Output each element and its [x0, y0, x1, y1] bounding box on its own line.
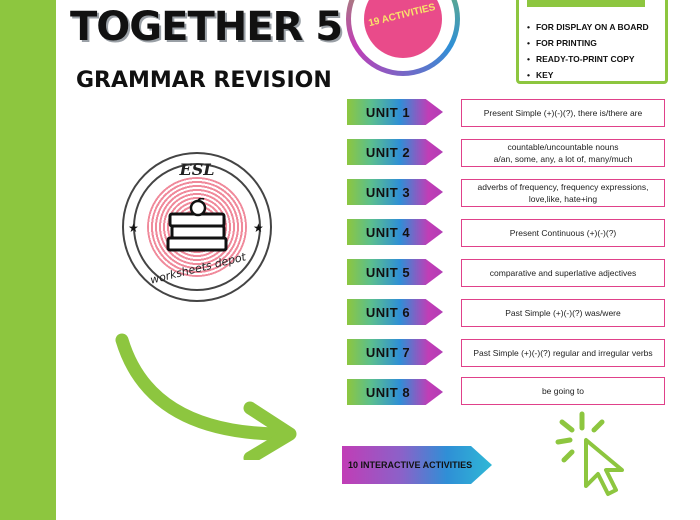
interactive-activities-label: 10 INTERACTIVE ACTIVITIES: [348, 460, 473, 470]
unit-7-description: Past Simple (+)(-)(?) regular and irregu…: [461, 339, 665, 367]
features-box: FOR DISPLAY ON A BOARD FOR PRINTING READ…: [516, 0, 668, 84]
click-cursor-icon: [555, 411, 624, 496]
features-list: FOR DISPLAY ON A BOARD FOR PRINTING READ…: [527, 19, 649, 83]
unit-label: UNIT 3: [365, 184, 411, 200]
unit-desc-text: Present Simple (+)(-)(?), there is/there…: [483, 108, 643, 118]
features-box-strip: [527, 0, 645, 7]
curved-arrow-icon: [115, 333, 297, 460]
interactive-activities-button[interactable]: 10 INTERACTIVE ACTIVITIES: [342, 446, 492, 484]
unit-desc-text: comparative and superlative adjectives: [489, 268, 637, 278]
feature-item: KEY: [527, 67, 649, 83]
unit-1-description: Present Simple (+)(-)(?), there is/there…: [461, 99, 665, 127]
unit-label: UNIT 4: [365, 224, 411, 240]
unit-desc-text: be going to: [541, 386, 585, 396]
left-accent-bar: [0, 0, 56, 520]
unit-label: UNIT 6: [365, 304, 411, 320]
unit-4-description: Present Continuous (+)(-)(?): [461, 219, 665, 247]
unit-7-tag[interactable]: UNIT 7: [347, 339, 443, 365]
unit-3-description: adverbs of frequency, frequency expressi…: [461, 179, 665, 207]
unit-6-description: Past Simple (+)(-)(?) was/were: [461, 299, 665, 327]
feature-item: READY-TO-PRINT COPY: [527, 51, 649, 67]
unit-label: UNIT 5: [365, 264, 411, 280]
unit-6-tag[interactable]: UNIT 6: [347, 299, 443, 325]
unit-2-tag[interactable]: UNIT 2: [347, 139, 443, 165]
star-icon: ★: [128, 221, 139, 235]
unit-desc-text: Past Simple (+)(-)(?) regular and irregu…: [473, 348, 653, 358]
unit-1-tag[interactable]: UNIT 1: [347, 99, 443, 125]
unit-5-description: comparative and superlative adjectives: [461, 259, 665, 287]
unit-label: UNIT 7: [365, 344, 411, 360]
unit-8-tag[interactable]: UNIT 8: [347, 379, 443, 405]
feature-item: FOR PRINTING: [527, 35, 649, 51]
unit-desc-text: countable/uncountable nouns a/an, some, …: [493, 142, 633, 164]
unit-8-description: be going to: [461, 377, 665, 405]
books-apple-icon: [166, 198, 228, 252]
unit-3-tag[interactable]: UNIT 3: [347, 179, 443, 205]
feature-item: FOR DISPLAY ON A BOARD: [527, 19, 649, 35]
unit-2-description: countable/uncountable nouns a/an, some, …: [461, 139, 665, 167]
unit-4-tag[interactable]: UNIT 4: [347, 219, 443, 245]
unit-desc-text: Past Simple (+)(-)(?) was/were: [505, 308, 621, 318]
logo-inner-ring: [133, 163, 261, 291]
unit-5-tag[interactable]: UNIT 5: [347, 259, 443, 285]
unit-label: UNIT 1: [365, 104, 411, 120]
unit-desc-text: adverbs of frequency, frequency expressi…: [477, 182, 649, 204]
page-title: TOGETHER 5: [70, 4, 343, 50]
star-icon: ★: [253, 221, 264, 235]
unit-label: UNIT 8: [365, 384, 411, 400]
unit-label: UNIT 2: [365, 144, 411, 160]
unit-desc-text: Present Continuous (+)(-)(?): [509, 228, 617, 238]
logo-top-text: ESL: [179, 160, 215, 179]
page-subtitle: GRAMMAR REVISION: [76, 68, 332, 93]
